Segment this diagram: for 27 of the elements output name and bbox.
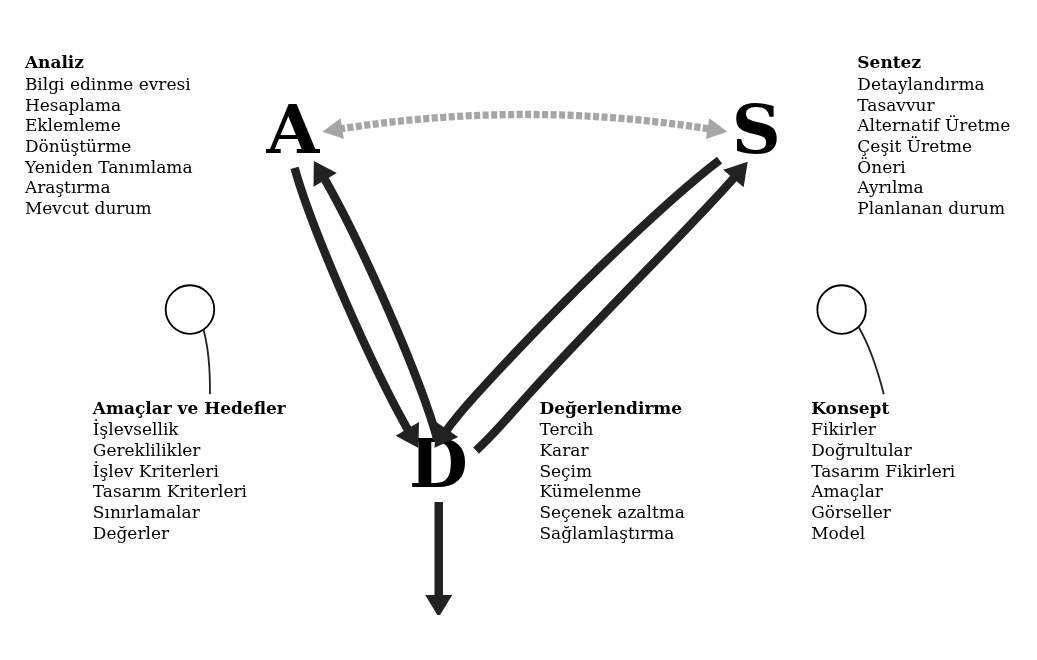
node-label: Bilgi edinme evresi — [24, 74, 191, 95]
node-label: Seçim — [539, 460, 593, 481]
node-label: Tasavvur — [857, 94, 935, 115]
node-label: Karar — [539, 440, 589, 461]
node-label: Analiz — [24, 52, 84, 73]
node-label: Mevcut durum — [24, 197, 152, 218]
node-label: Alternatif Üretme — [857, 115, 1011, 136]
node-label: Tercih — [539, 419, 594, 440]
node-label: Hesaplama — [24, 94, 122, 115]
node-label: Eklemleme — [24, 115, 121, 136]
node-label: Ayrılma — [857, 177, 924, 198]
node-text: Konsept Fikirler Doğrultular Tasarım Fikirleri Amaçlar Görseller Model — [811, 397, 956, 543]
node-label: Çeşit Üretme — [857, 136, 973, 157]
node-label: Dönüştürme — [24, 136, 132, 157]
node-label: Kümelenme — [539, 481, 642, 502]
node-label: Yeniden Tanımlama — [24, 156, 193, 177]
node-text: A — [266, 88, 320, 169]
node-label: Araştırma — [24, 177, 111, 198]
node-label: Değerlendirme — [539, 397, 683, 418]
node-text: Amaçlar ve Hedefler İşlevsellik Gereklilikler İşlev Kriterleri Tasarım Kriterleri Sınırlamalar Değerler — [92, 397, 286, 543]
node-text: S — [731, 88, 781, 169]
node-label: Seçenek azaltma — [539, 501, 685, 522]
node-label: Öneri — [857, 156, 906, 177]
node-label: Sağlamlaştırma — [539, 522, 675, 543]
node-label: Planlanan durum — [857, 197, 1006, 218]
node-label: Detaylandırma — [857, 74, 985, 95]
node-label: Sentez — [857, 52, 922, 73]
